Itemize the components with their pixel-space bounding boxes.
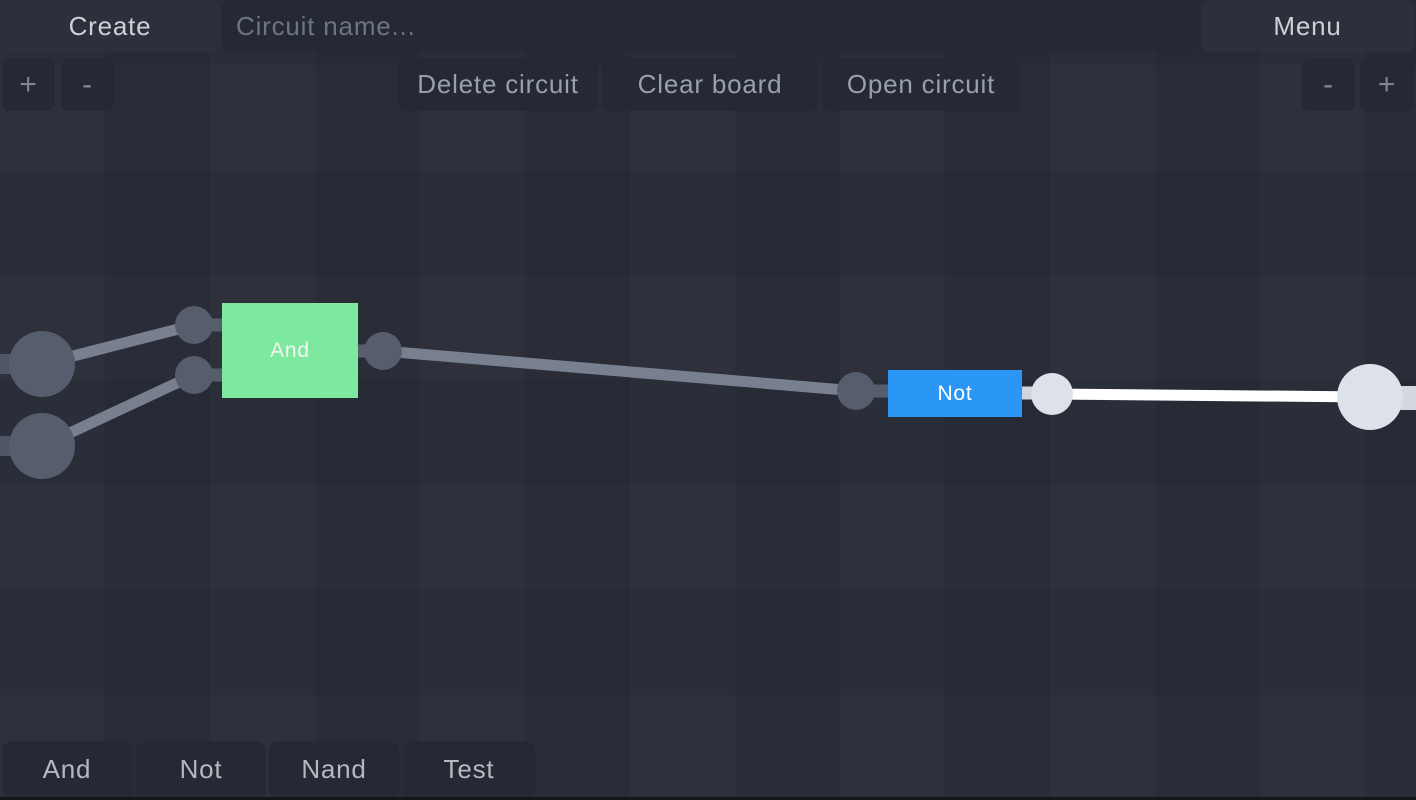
output-node[interactable]	[1337, 364, 1403, 430]
zoom-in-button-left[interactable]: +	[2, 58, 55, 111]
not-output-pin[interactable]	[1031, 373, 1073, 415]
wire-not-to-output	[1051, 388, 1371, 403]
zoom-out-button-right[interactable]: -	[1302, 58, 1355, 111]
and-output-pin[interactable]	[364, 332, 402, 370]
not-input-pin[interactable]	[837, 372, 875, 410]
palette-item-not[interactable]: Not	[136, 741, 266, 797]
and-input-pin-2[interactable]	[175, 356, 213, 394]
and-input-pin-1[interactable]	[175, 306, 213, 344]
palette-item-nand[interactable]: Nand	[269, 741, 399, 797]
palette-item-test[interactable]: Test	[403, 741, 535, 797]
open-circuit-button[interactable]: Open circuit	[822, 58, 1020, 111]
not-gate[interactable]: Not	[888, 370, 1022, 417]
input-node-2[interactable]	[9, 413, 75, 479]
circuit-name-input[interactable]	[222, 0, 1197, 52]
clear-board-button[interactable]: Clear board	[602, 58, 818, 111]
not-gate-label: Not	[937, 381, 973, 405]
create-button[interactable]: Create	[2, 0, 218, 52]
zoom-out-button-left[interactable]: -	[61, 58, 114, 111]
palette-item-and[interactable]: And	[2, 741, 132, 797]
and-gate-label: And	[270, 338, 310, 362]
menu-button[interactable]: Menu	[1201, 0, 1414, 52]
wire-and-to-not	[382, 345, 857, 397]
delete-circuit-button[interactable]: Delete circuit	[398, 58, 598, 111]
and-gate[interactable]: And	[222, 303, 358, 398]
input-node-1[interactable]	[9, 331, 75, 397]
zoom-in-button-right[interactable]: +	[1360, 58, 1414, 111]
bottom-edge-strip	[0, 797, 1416, 800]
